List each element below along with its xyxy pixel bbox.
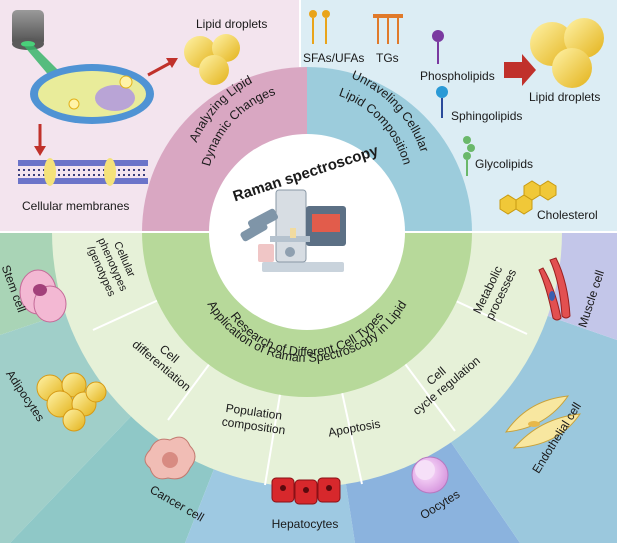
cell-icon [30, 64, 154, 124]
sphingolipids-icon [436, 86, 448, 118]
stem-cell-icon [19, 269, 67, 323]
membrane-icon [18, 158, 148, 186]
cholesterol-icon [499, 180, 557, 215]
phospholipids-label: Phospholipids [420, 69, 495, 83]
cancer-cell-icon [144, 436, 196, 480]
lipid-droplets-icon-right [530, 18, 604, 88]
lipid-droplets-label-left: Lipid droplets [196, 17, 267, 31]
oocytes-icon [411, 456, 449, 494]
arrow-to-droplets [147, 58, 178, 77]
endothelial-cell-icon [504, 395, 582, 449]
glycolipids-label: Glycolipids [475, 157, 533, 171]
cholesterol-label: Cholesterol [537, 208, 598, 222]
lipid-droplets-label-right: Lipid droplets [529, 90, 600, 104]
sphingolipids-label: Sphingolipids [451, 109, 522, 123]
lipid-droplets-icon-left [184, 34, 240, 85]
arrow-to-membrane [34, 124, 46, 156]
muscle-cell-icon [538, 257, 571, 321]
sfas-icon [309, 10, 330, 44]
arrow-to-droplets-right [504, 54, 536, 86]
cellular-membranes-label: Cellular membranes [22, 199, 129, 213]
phospholipids-icon [432, 30, 444, 64]
glycolipids-icon [463, 136, 475, 176]
hepatocytes-label: Hepatocytes [272, 517, 339, 531]
tgs-label: TGs [376, 51, 399, 65]
tgs-icon [373, 14, 403, 44]
adipocytes-icon [36, 372, 107, 432]
hepatocytes-icon [271, 477, 341, 505]
sfas-label: SFAs/UFAs [303, 51, 364, 65]
microscope-icon [240, 189, 346, 272]
